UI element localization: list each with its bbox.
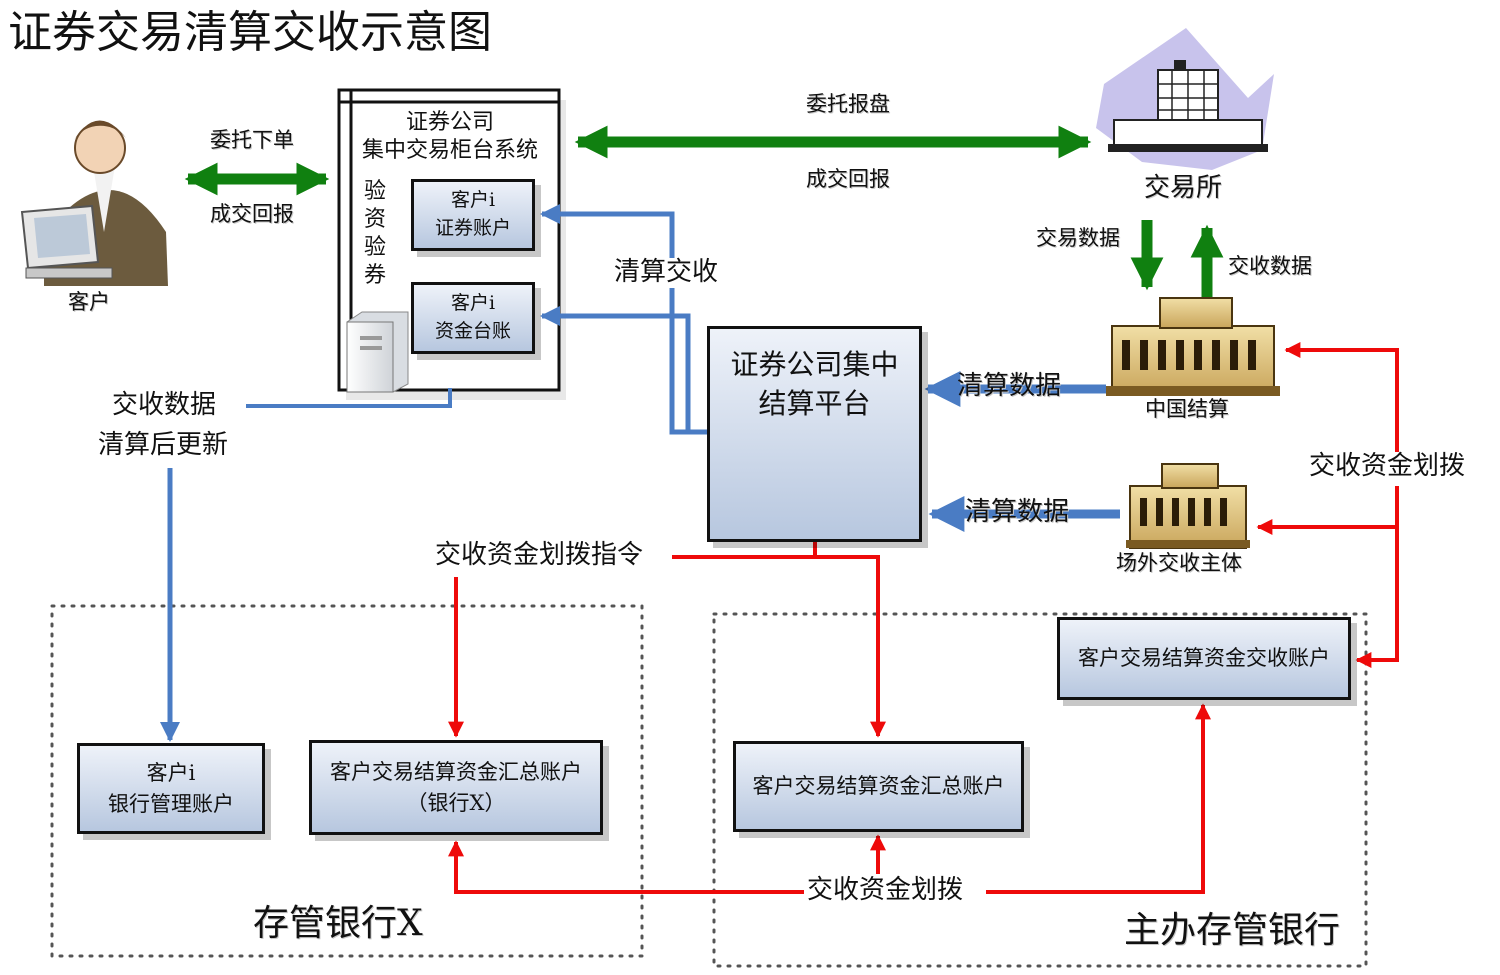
verify-label: 验资验券 [363, 179, 386, 288]
securities-account-line2: 证券账户 [434, 217, 511, 239]
label-trade-data: 交易数据 [1036, 226, 1120, 250]
label-update-line2: 清算后更新 [98, 430, 229, 460]
red-arrow-instruction-to-main-summary [815, 555, 886, 738]
red-arrow-transfer-to-otc [1256, 486, 1399, 535]
page-title: 证券交易清算交收示意图 [8, 7, 492, 58]
label-clearing-delivery: 清算交收 [614, 257, 719, 288]
summary-account-main-box: 客户交易结算资金汇总账户 [733, 741, 1024, 832]
settlement-platform-line1: 证券公司集中 [730, 348, 899, 381]
fund-ledger-line1: 客户i [450, 292, 496, 315]
customer-label: 客户 [68, 290, 110, 314]
label-delivery-data: 交收数据 [1228, 254, 1312, 278]
summary-account-x-line1: 客户交易结算资金汇总账户 [330, 760, 582, 785]
broker-counter-line1: 证券公司 [405, 110, 494, 135]
summary-account-x-box: 客户交易结算资金汇总账户 （银行X） [309, 740, 603, 835]
region-main-custodian-border [712, 612, 1368, 968]
otc-label: 场外交收主体 [1116, 551, 1242, 575]
settlement-account-main-box: 客户交易结算资金交收账户 [1057, 617, 1351, 700]
region-label-main-custodian: 主办存管银行 [1124, 910, 1341, 951]
bank-mgmt-account-box: 客户i 银行管理账户 [77, 743, 265, 834]
red-arrow-bottom-to-summary-x [448, 840, 804, 894]
label-transfer-instruction: 交收资金划拨指令 [435, 540, 644, 570]
settlement-platform-line2: 结算平台 [758, 387, 871, 421]
securities-account-box: 客户i 证券账户 [411, 179, 535, 251]
red-line-instruction-split [672, 540, 817, 559]
label-update-line1: 交收数据 [112, 390, 217, 420]
label-fund-transfer-bottom: 交收资金划拨 [807, 875, 964, 906]
csdc-label: 中国结算 [1145, 397, 1229, 421]
red-arrow-transfer-to-settlement-account [1355, 527, 1399, 668]
blue-arrow-clearing-to-fund-ledger [540, 306, 708, 435]
label-clearing-data-csdc: 清算数据 [957, 371, 1062, 401]
summary-account-main-line1: 客户交易结算资金汇总账户 [752, 774, 1005, 799]
stock-exchange-building-icon [1096, 28, 1274, 170]
label-clearing-data-otc: 清算数据 [965, 497, 1070, 527]
blue-line-ledger-update [246, 388, 452, 408]
clearing-house-building-icon [1126, 463, 1250, 549]
region-label-custodian-x: 存管银行X [253, 903, 423, 944]
settlement-account-main-line1: 客户交易结算资金交收账户 [1078, 646, 1330, 671]
fund-ledger-line2: 资金台账 [434, 320, 511, 342]
server-icon [346, 311, 409, 393]
label-entrust-report: 委托报盘 [806, 92, 890, 116]
blue-arrow-clearing-to-securities-account [540, 204, 708, 435]
person-at-computer-icon [20, 120, 168, 286]
fund-ledger-box: 客户i 资金台账 [411, 282, 535, 354]
settlement-platform-box: 证券公司集中 结算平台 [707, 326, 922, 542]
bank-mgmt-account-line1: 客户i [146, 761, 196, 786]
label-trade-report-exchange: 成交回报 [806, 167, 890, 191]
label-order: 委托下单 [210, 128, 294, 152]
broker-counter-line2: 集中交易柜台系统 [361, 138, 538, 163]
label-trade-report-customer: 成交回报 [210, 202, 294, 226]
red-arrow-transfer-to-csdc [1284, 342, 1399, 455]
label-fund-transfer-right: 交收资金划拨 [1309, 451, 1466, 482]
red-arrow-bottom-to-settlement-account [986, 703, 1211, 894]
exchange-label: 交易所 [1144, 173, 1223, 203]
summary-account-x-line2: （银行X） [406, 790, 506, 815]
securities-account-line1: 客户i [450, 189, 496, 212]
bank-mgmt-account-line2: 银行管理账户 [108, 791, 234, 816]
clearing-house-building-icon [1106, 297, 1280, 396]
